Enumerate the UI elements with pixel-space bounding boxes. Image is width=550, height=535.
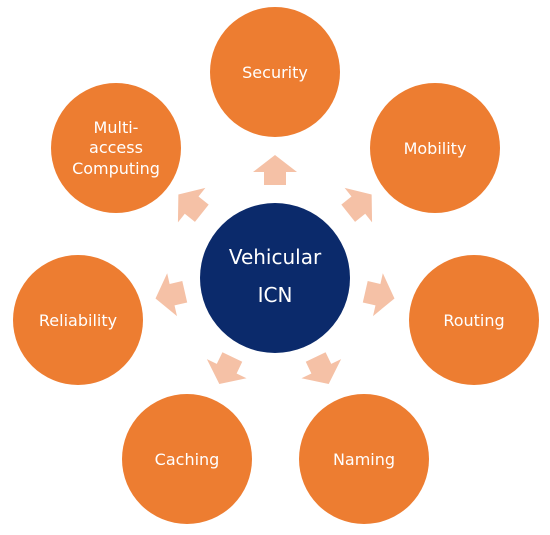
arrow-to-mobility	[341, 187, 373, 223]
node-multi-access-computing-label-line-1: Multi-	[94, 118, 139, 137]
node-naming-circle	[299, 394, 429, 524]
hub-label-line-2: ICN	[258, 283, 293, 307]
node-routing: Routing	[409, 255, 539, 385]
arrows	[155, 155, 395, 385]
node-multi-access-computing-circle	[51, 83, 181, 213]
arrow-to-security	[253, 155, 297, 185]
node-security: Security	[210, 7, 340, 137]
node-multi-access-computing-label-line-3: Computing	[72, 159, 160, 178]
node-naming: Naming	[299, 394, 429, 524]
arrow-to-naming	[301, 352, 342, 385]
node-security-circle	[210, 7, 340, 137]
node-routing-circle	[409, 255, 539, 385]
node-mobility-circle	[370, 83, 500, 213]
node-naming-label: Naming	[333, 450, 395, 469]
arrow-to-reliability	[155, 273, 188, 317]
node-caching: Caching	[122, 394, 252, 524]
node-caching-circle	[122, 394, 252, 524]
arrow-to-caching	[206, 352, 247, 385]
hub-vehicular-icn: Vehicular ICN	[200, 203, 350, 353]
node-multi-access-computing-label-line-2: access	[89, 138, 143, 157]
arrow-to-multi-access-computing	[177, 187, 209, 223]
node-reliability: Reliability	[13, 255, 143, 385]
node-reliability-circle	[13, 255, 143, 385]
node-mobility-label: Mobility	[404, 139, 467, 158]
node-caching-label: Caching	[155, 450, 220, 469]
hub-circle	[200, 203, 350, 353]
node-multi-access-computing: Multi- access Computing	[51, 83, 181, 213]
node-reliability-label: Reliability	[39, 311, 117, 330]
node-routing-label: Routing	[443, 311, 504, 330]
arrow-to-routing	[362, 273, 395, 317]
node-security-label: Security	[242, 63, 308, 82]
node-mobility: Mobility	[370, 83, 500, 213]
hub-label-line-1: Vehicular	[229, 245, 322, 269]
